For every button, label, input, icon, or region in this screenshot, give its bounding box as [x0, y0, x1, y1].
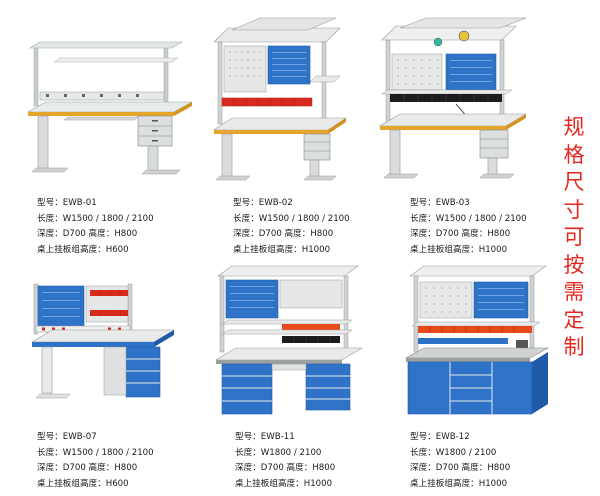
length-line: 长度：W1800 / 2100 — [410, 447, 497, 458]
panel-height-line: 桌上挂板组高度：H1000 — [410, 244, 508, 255]
depth-height-line: 深度：D700 高度：H800 — [37, 229, 138, 239]
custom-size-note: 规 格 尺 寸 可 按 需 定 制 — [561, 114, 587, 362]
spec-block-ewb-11: 型号：EWB-11 长度：W1800 / 2100 深度：D700 高度：H80… — [235, 430, 335, 492]
note-char: 尺 — [563, 170, 585, 194]
note-char: 制 — [563, 335, 585, 359]
workbench-ewb-01-image — [26, 41, 194, 175]
length-line: 长度：W1500 / 1800 / 2100 — [233, 213, 350, 224]
panel-height-line: 桌上挂板组高度：H1000 — [410, 478, 508, 489]
model-code: EWB-01 — [62, 198, 97, 208]
length-line: 长度：W1500 / 1800 / 2100 — [410, 213, 527, 224]
note-char: 按 — [563, 252, 585, 277]
workbench-ewb-03-image — [378, 17, 528, 179]
workbench-ewb-12-image — [404, 265, 550, 415]
model-code: EWB-07 — [62, 432, 97, 442]
model-label: 型号： — [235, 432, 261, 442]
model-code: EWB-12 — [435, 432, 470, 442]
length-line: 长度：W1500 / 1800 / 2100 — [37, 447, 154, 458]
depth-height-line: 深度：D700 高度：H800 — [410, 229, 511, 239]
model-line: 型号：EWB-12 — [410, 430, 510, 446]
depth-height-line: 深度：D700 高度：H800 — [37, 463, 138, 473]
spec-block-ewb-02: 型号：EWB-02 长度：W1500 / 1800 / 2100 深度：D700… — [233, 196, 350, 258]
panel-height-line: 桌上挂板组高度：H600 — [37, 244, 129, 255]
spec-block-ewb-03: 型号：EWB-03 长度：W1500 / 1800 / 2100 深度：D700… — [410, 196, 527, 258]
model-line: 型号：EWB-01 — [37, 196, 154, 212]
length-line: 长度：W1800 / 2100 — [235, 447, 322, 458]
workbench-ewb-07-image — [30, 283, 176, 399]
model-label: 型号： — [410, 198, 436, 208]
model-label: 型号： — [410, 432, 436, 442]
model-label: 型号： — [37, 432, 63, 442]
spec-block-ewb-01: 型号：EWB-01 长度：W1500 / 1800 / 2100 深度：D700… — [37, 196, 154, 258]
depth-height-line: 深度：D700 高度：H800 — [410, 463, 511, 473]
model-label: 型号： — [233, 198, 259, 208]
model-line: 型号：EWB-07 — [37, 430, 154, 446]
model-line: 型号：EWB-03 — [410, 196, 527, 212]
depth-height-line: 深度：D700 高度：H800 — [233, 229, 334, 239]
workbench-ewb-11-image — [214, 265, 364, 415]
note-char: 可 — [563, 225, 585, 249]
note-char: 需 — [563, 280, 585, 304]
model-code: EWB-03 — [435, 198, 470, 208]
length-line: 长度：W1500 / 1800 / 2100 — [37, 213, 154, 224]
model-code: EWB-02 — [258, 198, 293, 208]
spec-block-ewb-12: 型号：EWB-12 长度：W1800 / 2100 深度：D700 高度：H80… — [410, 430, 510, 492]
panel-height-line: 桌上挂板组高度：H1000 — [235, 478, 333, 489]
note-char: 定 — [563, 307, 585, 332]
panel-height-line: 桌上挂板组高度：H1000 — [233, 244, 331, 255]
spec-block-ewb-07: 型号：EWB-07 长度：W1500 / 1800 / 2100 深度：D700… — [37, 430, 154, 492]
model-line: 型号：EWB-02 — [233, 196, 350, 212]
model-line: 型号：EWB-11 — [235, 430, 335, 446]
panel-height-line: 桌上挂板组高度：H600 — [37, 478, 129, 489]
note-char: 寸 — [563, 197, 585, 222]
note-char: 格 — [563, 142, 585, 167]
model-label: 型号： — [37, 198, 63, 208]
note-char: 规 — [563, 115, 585, 139]
depth-height-line: 深度：D700 高度：H800 — [235, 463, 336, 473]
workbench-ewb-02-image — [213, 17, 347, 181]
model-code: EWB-11 — [260, 432, 295, 442]
